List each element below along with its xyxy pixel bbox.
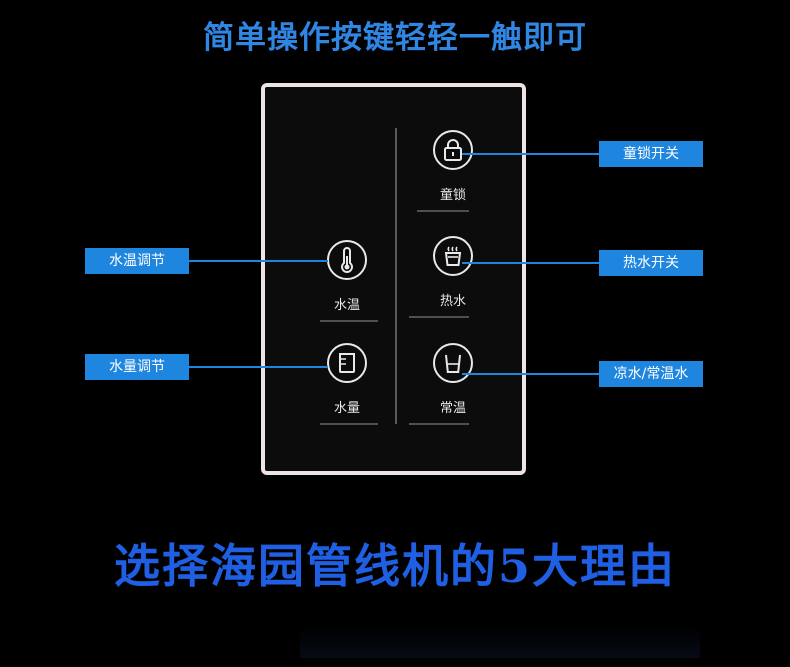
footer-title: 选择海园管线机的5大理由 — [113, 539, 676, 593]
water-temp-label: 水温 — [333, 298, 360, 313]
measuring-cup-icon — [327, 343, 367, 383]
thermometer-icon — [327, 240, 367, 280]
hot-water-underline — [409, 316, 469, 318]
water-temp-button[interactable]: 水温 — [309, 240, 389, 350]
hot-water-leader-line — [462, 262, 600, 264]
normal-water-callout: 凉水/常温水 — [599, 361, 703, 387]
footer-fade — [300, 628, 700, 658]
water-volume-button[interactable]: 水量 — [309, 343, 389, 453]
water-volume-label: 水量 — [333, 401, 360, 416]
child-lock-button[interactable]: 童锁 — [415, 130, 495, 240]
hot-water-button[interactable]: 热水 — [409, 236, 495, 346]
water-volume-leader-line — [188, 366, 328, 368]
child-lock-leader-line — [462, 153, 600, 155]
panel-divider — [395, 128, 397, 424]
child-lock-underline — [417, 210, 469, 212]
normal-water-leader-line — [462, 373, 600, 375]
cup-icon — [433, 343, 473, 383]
normal-water-underline — [409, 423, 469, 425]
water-volume-underline — [320, 423, 378, 425]
child-lock-label: 童锁 — [439, 188, 466, 203]
child-lock-callout: 童锁开关 — [599, 141, 703, 167]
lock-icon — [433, 130, 473, 170]
control-panel — [261, 83, 526, 475]
normal-water-label: 常温 — [439, 401, 466, 416]
water-temp-leader-line — [188, 260, 328, 262]
water-temp-callout: 水温调节 — [85, 248, 189, 274]
normal-water-button[interactable]: 常温 — [409, 343, 495, 453]
water-volume-callout: 水量调节 — [85, 354, 189, 380]
hot-water-label: 热水 — [439, 294, 466, 309]
headline: 简单操作按键轻轻一触即可 — [203, 20, 587, 56]
steaming-cup-icon — [433, 236, 473, 276]
hot-water-callout: 热水开关 — [599, 250, 703, 276]
water-temp-underline — [320, 320, 378, 322]
